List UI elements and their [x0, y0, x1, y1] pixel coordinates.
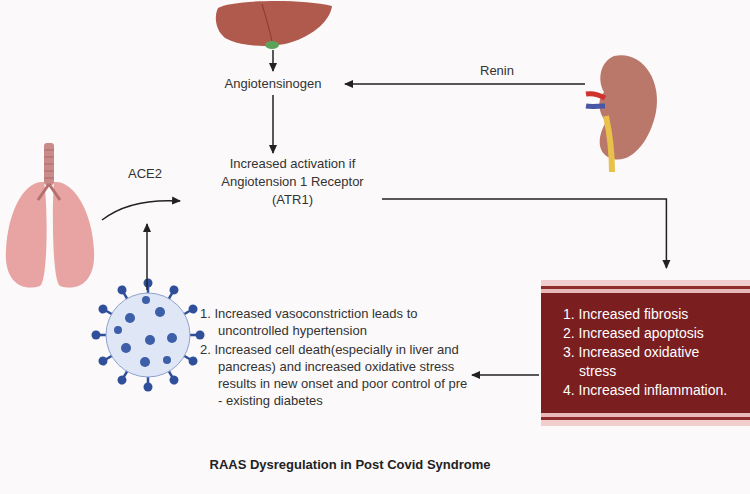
- effect-box: 1. Increased fibrosis2. Increased apopto…: [541, 280, 750, 426]
- list-item: 1. Increased vasoconstriction leads to u…: [200, 305, 470, 339]
- renin-arrow: [345, 83, 585, 85]
- list-item: 1. Increased fibrosis: [563, 305, 735, 324]
- flow-arrow: [272, 95, 274, 153]
- virus-arrow: [146, 224, 148, 290]
- virus-spots: [114, 296, 177, 367]
- diagram-title: RAAS Dysregulation in Post Covid Syndrom…: [150, 457, 550, 472]
- liver-arrow: [272, 50, 274, 71]
- trachea: [44, 143, 54, 185]
- virus-body: [106, 293, 190, 377]
- kidney-illustration: [586, 55, 657, 172]
- lungs-illustration: [6, 143, 94, 288]
- outcome-list: 1. Increased vasoconstriction leads to u…: [200, 305, 470, 411]
- ace2-arrow: [102, 201, 180, 220]
- renal-artery: [586, 94, 605, 98]
- liver-illustration: [216, 1, 332, 49]
- list-item: 2. Increased cell death(especially in li…: [200, 341, 470, 409]
- edge-label: ACE2: [128, 166, 162, 182]
- list-item: 4. Increased inflammation.: [563, 381, 735, 400]
- list-item: 3. Increased oxidative stress: [563, 343, 735, 381]
- trachea-rings: [44, 150, 54, 178]
- renal-vein: [586, 104, 605, 109]
- flow-arrow: [382, 199, 666, 268]
- virus-illustration: [92, 279, 205, 392]
- bronchi: [38, 184, 60, 200]
- node-text: Angiotensinogen: [208, 75, 338, 93]
- ureter: [606, 116, 612, 172]
- text-node: Angiotensinogen: [208, 75, 338, 93]
- node-text: Increased activation if Angiotension 1 R…: [205, 155, 380, 209]
- edge-label: Renin: [480, 63, 514, 79]
- liver-shape: [216, 1, 332, 46]
- list-item: 2. Increased apoptosis: [563, 324, 735, 343]
- liver-lobe-line: [262, 4, 272, 42]
- gall-bladder: [265, 41, 279, 49]
- flow-arrow: [472, 374, 539, 376]
- text-node: Increased activation if Angiotension 1 R…: [205, 155, 380, 209]
